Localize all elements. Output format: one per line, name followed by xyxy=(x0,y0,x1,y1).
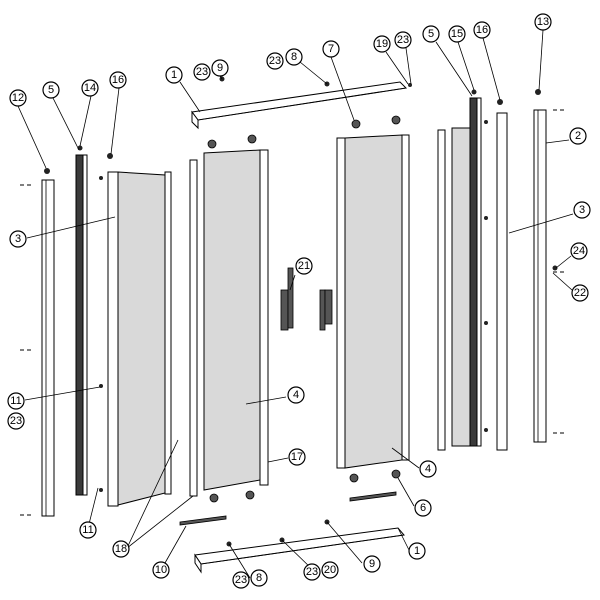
callout-9-top: 9 xyxy=(211,59,229,77)
callout-1-bottom-rail: 1 xyxy=(408,542,426,560)
svg-text:9: 9 xyxy=(369,558,375,570)
callout-16-right: 16 xyxy=(473,21,491,39)
callout-19: 19 xyxy=(373,35,391,53)
svg-text:23: 23 xyxy=(235,574,247,586)
callout-23-top-right: 23 xyxy=(394,31,412,49)
svg-text:3: 3 xyxy=(579,204,585,216)
svg-text:23: 23 xyxy=(269,55,281,67)
svg-text:8: 8 xyxy=(291,51,297,63)
callout-5-right: 5 xyxy=(422,25,440,43)
callout-5-left: 5 xyxy=(42,81,60,99)
callout-9-bottom: 9 xyxy=(363,555,381,573)
svg-text:20: 20 xyxy=(324,564,336,576)
callout-4-left-door: 4 xyxy=(287,386,305,404)
top-rail xyxy=(191,81,408,130)
svg-text:9: 9 xyxy=(217,62,223,74)
svg-text:3: 3 xyxy=(15,233,21,245)
callout-16-left: 16 xyxy=(109,71,127,89)
callout-3-left: 3 xyxy=(9,230,27,248)
svg-text:5: 5 xyxy=(428,28,434,40)
wall-fixing-marks xyxy=(20,109,567,516)
callout-3-right: 3 xyxy=(573,201,591,219)
svg-text:18: 18 xyxy=(115,543,127,555)
callout-20: 20 xyxy=(321,561,339,579)
right-wall-profile xyxy=(533,109,547,443)
left-fixed-panel xyxy=(107,171,172,507)
callout-11-left: 11 xyxy=(7,392,25,410)
bottom-guide-left xyxy=(179,515,227,526)
callout-15: 15 xyxy=(448,25,466,43)
svg-text:24: 24 xyxy=(573,245,585,257)
callout-23-left: 23 xyxy=(7,412,25,430)
svg-text:10: 10 xyxy=(155,564,167,576)
svg-text:21: 21 xyxy=(298,260,310,272)
svg-text:14: 14 xyxy=(84,82,96,94)
bottom-rail xyxy=(194,527,405,574)
svg-text:23: 23 xyxy=(10,415,22,427)
svg-text:15: 15 xyxy=(451,28,463,40)
svg-text:23: 23 xyxy=(196,66,208,78)
svg-text:23: 23 xyxy=(397,34,409,46)
svg-text:4: 4 xyxy=(293,389,299,401)
callout-21: 21 xyxy=(295,257,313,275)
callout-12: 12 xyxy=(9,89,27,107)
right-fixed-panel xyxy=(451,97,508,451)
svg-text:7: 7 xyxy=(328,43,334,55)
svg-text:6: 6 xyxy=(420,502,426,514)
svg-text:2: 2 xyxy=(575,130,581,142)
svg-text:11: 11 xyxy=(82,524,93,536)
callout-2: 2 xyxy=(569,127,587,145)
right-seal-strip xyxy=(437,129,446,451)
callout-18: 18 xyxy=(112,540,130,558)
leader-lines xyxy=(17,29,574,579)
callout-23-top-mid: 23 xyxy=(266,52,284,70)
callout-24: 24 xyxy=(570,242,588,260)
left-sliding-door xyxy=(203,149,294,491)
callout-23-bottom-mid: 23 xyxy=(303,563,321,581)
callout-10: 10 xyxy=(152,561,170,579)
callout-8-top: 8 xyxy=(285,48,303,66)
callout-11-bottom: 11 xyxy=(79,521,97,539)
svg-text:17: 17 xyxy=(291,451,303,463)
svg-text:19: 19 xyxy=(376,38,388,50)
callout-22: 22 xyxy=(571,284,589,302)
callout-23-bottom-left: 23 xyxy=(232,571,250,589)
callout-1-top-rail: 1 xyxy=(165,66,183,84)
svg-text:12: 12 xyxy=(12,92,24,104)
svg-text:11: 11 xyxy=(10,395,21,407)
svg-text:13: 13 xyxy=(537,16,549,28)
svg-text:16: 16 xyxy=(112,74,124,86)
parts xyxy=(20,76,567,574)
left-wall-profile xyxy=(41,179,55,517)
callout-4-right-door: 4 xyxy=(419,460,437,478)
callout-7: 7 xyxy=(322,40,340,58)
svg-text:23: 23 xyxy=(306,566,318,578)
hardware xyxy=(44,76,558,547)
svg-text:4: 4 xyxy=(425,463,431,475)
svg-text:1: 1 xyxy=(414,545,420,557)
svg-text:16: 16 xyxy=(476,24,488,36)
svg-text:8: 8 xyxy=(256,572,262,584)
callout-17: 17 xyxy=(288,448,306,466)
svg-text:1: 1 xyxy=(171,69,177,81)
callout-8-bottom: 8 xyxy=(250,569,268,587)
callout-23-top-left: 23 xyxy=(193,63,211,81)
callout-14: 14 xyxy=(81,79,99,97)
bottom-guide-right xyxy=(349,491,397,502)
left-magnetic-strip xyxy=(75,154,88,496)
svg-text:5: 5 xyxy=(48,84,54,96)
left-seal-strip xyxy=(189,159,198,497)
right-sliding-door xyxy=(319,134,410,469)
callout-6: 6 xyxy=(414,499,432,517)
callout-13: 13 xyxy=(534,13,552,31)
svg-text:22: 22 xyxy=(574,287,586,299)
